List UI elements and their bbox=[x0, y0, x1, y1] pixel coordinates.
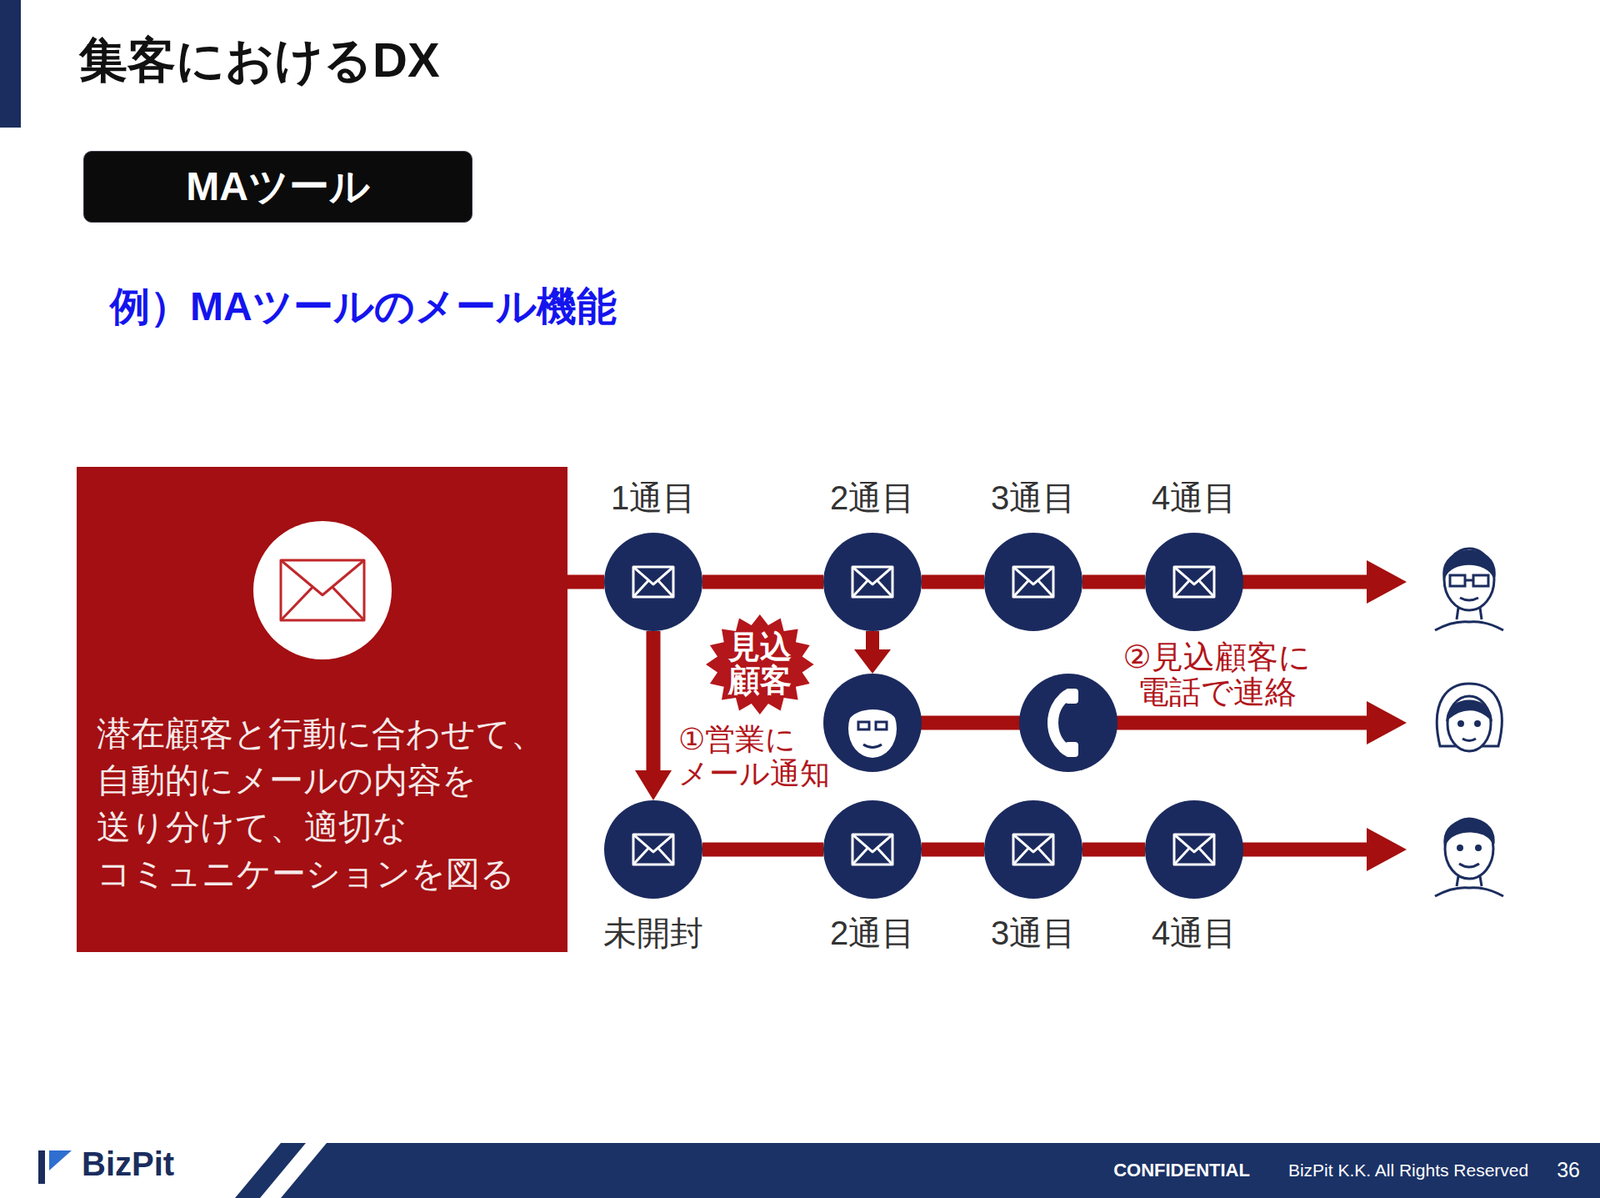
mail-circle: 2通目 bbox=[823, 800, 922, 899]
person-icon bbox=[1435, 818, 1504, 896]
flow-connector bbox=[567, 575, 605, 590]
footer-band bbox=[235, 1142, 1600, 1198]
category-tag: MAツール bbox=[83, 150, 473, 223]
mail-icon bbox=[1145, 532, 1244, 631]
prospect-burst: 見込 顧客 bbox=[705, 614, 815, 715]
mail-circle: 未開封 bbox=[604, 800, 703, 899]
step-label: 2通目 bbox=[830, 475, 915, 521]
flow-connector bbox=[702, 842, 824, 857]
mail-icon bbox=[604, 800, 703, 899]
mail-circle: 2通目 bbox=[823, 532, 922, 631]
page-number: 36 bbox=[1556, 1157, 1580, 1182]
text-holder: 潜在顧客と行動に合わせて、 自動的にメールの内容を 送り分けて、適切な コミュニ… bbox=[96, 710, 564, 897]
text-holder: 集客におけるDX bbox=[79, 28, 440, 94]
mail-icon bbox=[823, 532, 922, 631]
mail-circle: 1通目 bbox=[604, 532, 703, 631]
text-holder: 2通目 bbox=[830, 475, 915, 521]
tag-text: MAツール bbox=[185, 160, 370, 214]
text-holder: 見込 顧客 bbox=[725, 630, 795, 698]
text-holder: CONFIDENTIAL bbox=[1113, 1159, 1250, 1181]
step-label: 4通目 bbox=[1151, 475, 1237, 521]
text-holder: 例）MAツールのメール機能 bbox=[110, 280, 617, 334]
mail-circle: 3通目 bbox=[984, 532, 1083, 631]
flow-connector bbox=[1082, 575, 1145, 590]
person-icon bbox=[1435, 548, 1504, 630]
step-label: 3通目 bbox=[990, 475, 1076, 521]
annotation: ①営業に メール通知 bbox=[678, 721, 845, 791]
description-panel: 潜在顧客と行動に合わせて、 自動的にメールの内容を 送り分けて、適切な コミュニ… bbox=[76, 466, 568, 952]
mail-circle: 3通目 bbox=[984, 800, 1083, 899]
subtitle: 例）MAツールのメール機能 bbox=[110, 280, 617, 334]
burst-text: 見込 顧客 bbox=[725, 630, 795, 698]
logo-text: BizPit bbox=[81, 1145, 175, 1183]
step-label: 未開封 bbox=[603, 910, 704, 956]
flow-connector bbox=[646, 630, 661, 770]
flow-arrows bbox=[854, 560, 1407, 871]
annotation: ②見込顧客に 電話で連絡 bbox=[1108, 640, 1325, 710]
text-holder: 36 bbox=[1556, 1157, 1580, 1182]
text-holder: 3通目 bbox=[990, 475, 1076, 521]
page-title: 集客におけるDX bbox=[79, 28, 440, 94]
logo-mark bbox=[38, 1150, 72, 1184]
step-label: 4通目 bbox=[1151, 910, 1237, 956]
copyright: BizPit K.K. All Rights Reserved bbox=[1288, 1160, 1529, 1180]
step-label: 3通目 bbox=[990, 910, 1076, 956]
accent-bar bbox=[0, 0, 21, 128]
text-holder: 3通目 bbox=[990, 910, 1076, 956]
text-holder: 4通目 bbox=[1151, 475, 1237, 521]
mail-icon bbox=[984, 800, 1083, 899]
mail-circle: 4通目 bbox=[1145, 532, 1244, 631]
text-holder: 2通目 bbox=[830, 910, 915, 956]
phone-icon bbox=[1019, 673, 1118, 772]
person-icon bbox=[1436, 683, 1502, 751]
mail-icon bbox=[1145, 800, 1244, 899]
flow-connector bbox=[921, 842, 985, 857]
text-holder: ①営業に メール通知 bbox=[678, 721, 845, 791]
flow-connector bbox=[1082, 842, 1145, 857]
text-holder: ②見込顧客に 電話で連絡 bbox=[1108, 640, 1325, 710]
mail-circle: 4通目 bbox=[1145, 800, 1244, 899]
step-label: 1通目 bbox=[610, 475, 696, 521]
text-holder: 1通目 bbox=[610, 475, 696, 521]
text-holder: BizPit K.K. All Rights Reserved bbox=[1288, 1160, 1529, 1180]
mail-icon bbox=[823, 800, 922, 899]
confidential-mark: CONFIDENTIAL bbox=[1113, 1159, 1250, 1181]
mail-icon bbox=[984, 532, 1083, 631]
text-holder: 未開封 bbox=[603, 910, 704, 956]
text-holder: 4通目 bbox=[1151, 910, 1237, 956]
prospect-face-icon bbox=[823, 673, 922, 772]
flow-connector bbox=[921, 575, 985, 590]
flow-connector bbox=[702, 575, 824, 590]
description-text: 潜在顧客と行動に合わせて、 自動的にメールの内容を 送り分けて、適切な コミュニ… bbox=[96, 710, 564, 897]
mail-icon bbox=[604, 532, 703, 631]
step-label: 2通目 bbox=[830, 910, 915, 956]
text-holder: BizPit bbox=[81, 1145, 175, 1183]
